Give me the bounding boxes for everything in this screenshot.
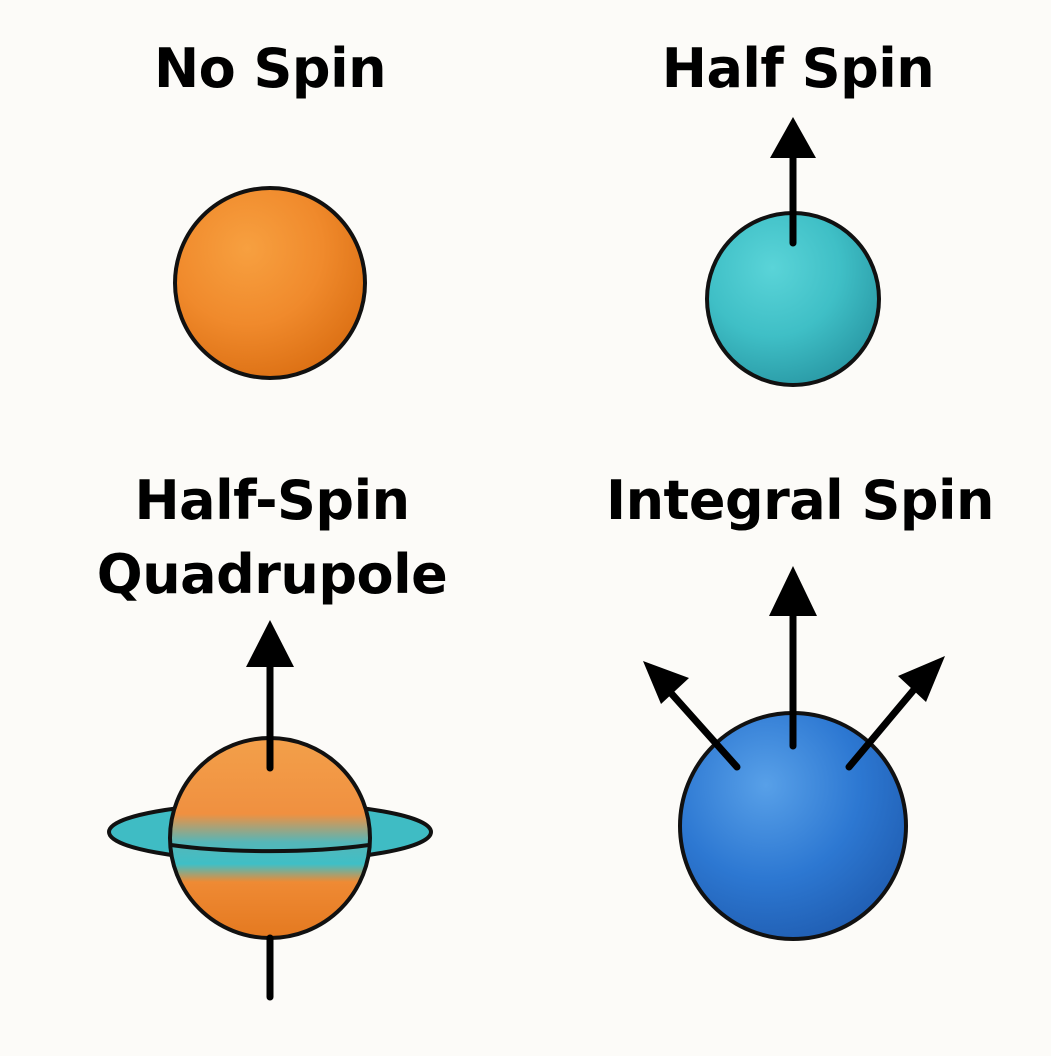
- integral-arrow-right-shaft: [845, 682, 921, 771]
- no-spin-sphere: [173, 186, 367, 380]
- integral-arrow-up-head: [769, 566, 817, 616]
- integral-arrow-left-head: [643, 661, 689, 704]
- integral-spin-group: [643, 566, 945, 941]
- half-spin-quadrupole-title-line1: Half-Spin: [134, 469, 410, 532]
- half-spin-group: [705, 117, 881, 387]
- quadrupole-group: [107, 620, 433, 1001]
- half-spin-arrow-head: [770, 117, 816, 158]
- half-spin-quadrupole-title-line2: Quadrupole: [96, 543, 448, 606]
- integral-arrow-right-head: [898, 656, 945, 702]
- no-spin-title: No Spin: [153, 37, 387, 100]
- integral-spin-title: Integral Spin: [605, 469, 995, 532]
- half-spin-quadrupole-title: Half-Spin Quadrupole: [92, 474, 452, 622]
- half-spin-title: Half Spin: [661, 37, 935, 100]
- quadrupole-arrow-head: [246, 620, 294, 667]
- integral-arrow-left-shaft: [666, 688, 741, 771]
- quadrupole-ring-front: [170, 843, 370, 854]
